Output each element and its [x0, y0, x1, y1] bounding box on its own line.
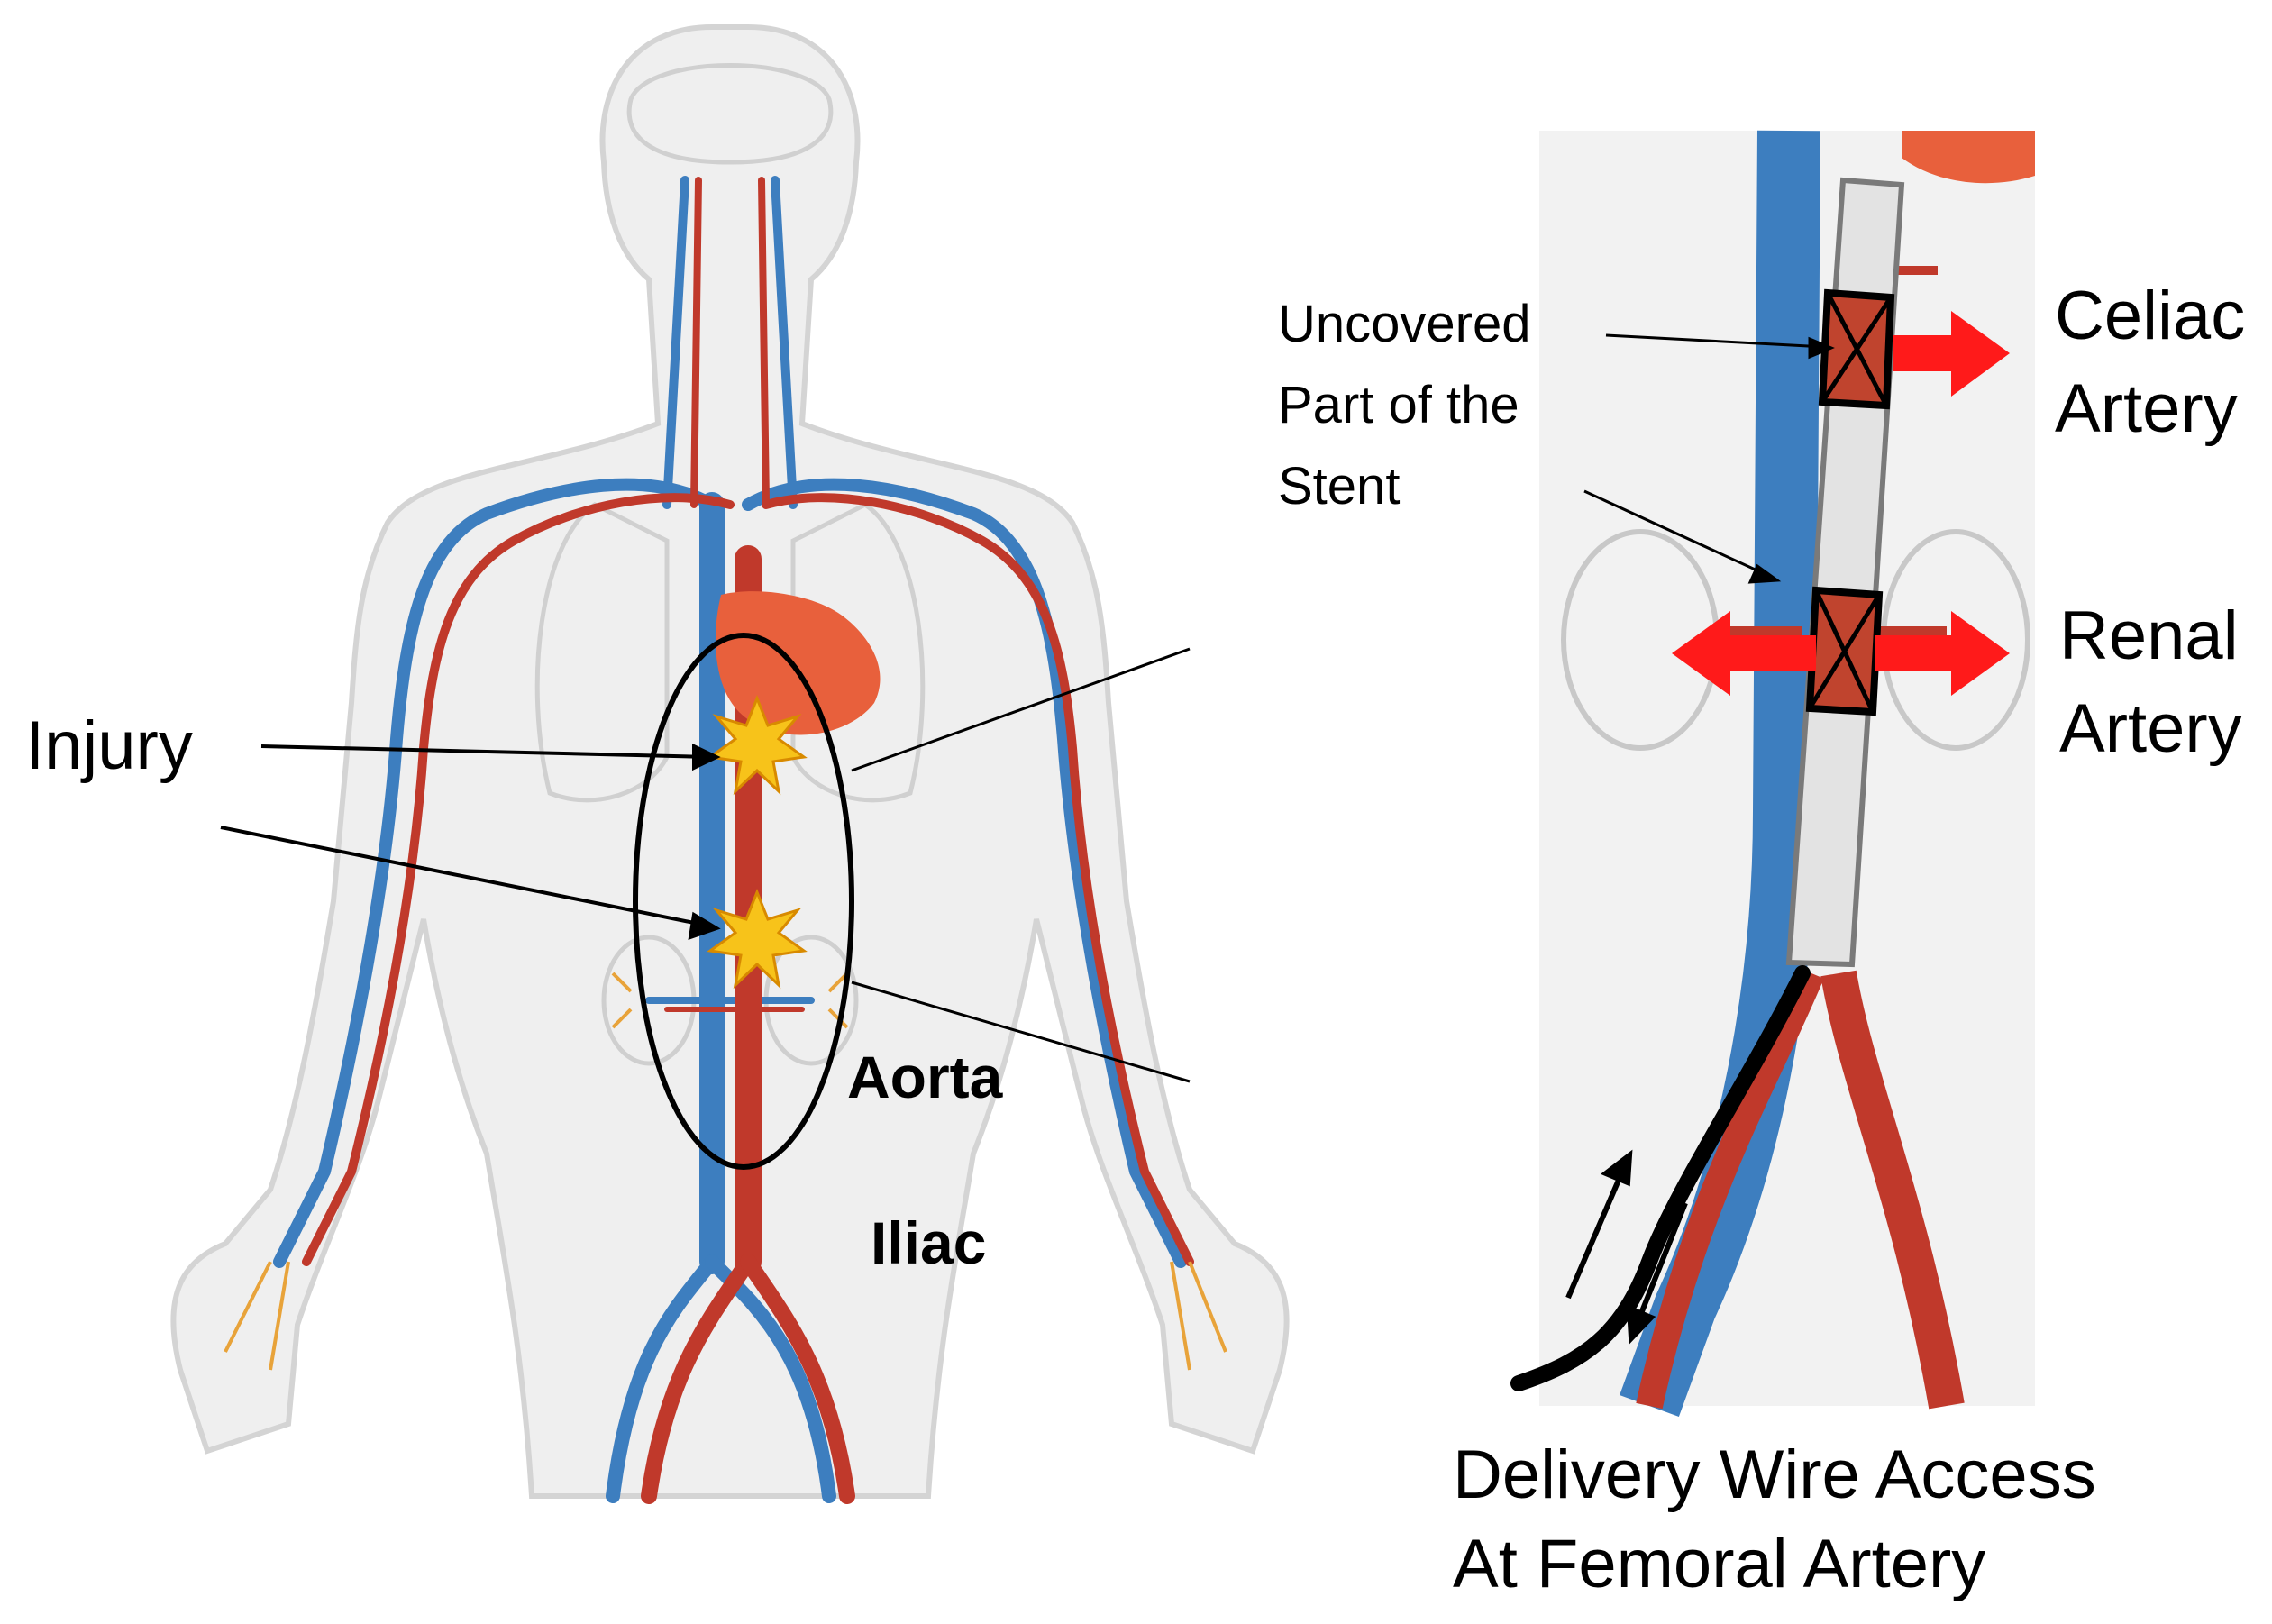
body-illustration: [173, 27, 1286, 1496]
label-delivery-wire: Delivery Wire Access At Femoral Artery: [1453, 1431, 2138, 1610]
label-celiac-artery: Celiac Artery: [2055, 270, 2253, 455]
stent-band-celiac: [1822, 293, 1891, 406]
label-aorta: Aorta: [847, 1047, 1002, 1107]
label-uncovered-stent: Uncovered Part of the Stent: [1278, 284, 1584, 527]
zoomed-stent-panel: [1519, 131, 2035, 1406]
stent-band-renal: [1810, 590, 1879, 712]
label-renal-artery: Renal Artery: [2059, 590, 2258, 775]
label-injury: Injury: [25, 712, 193, 780]
label-iliac: Iliac: [871, 1213, 986, 1273]
